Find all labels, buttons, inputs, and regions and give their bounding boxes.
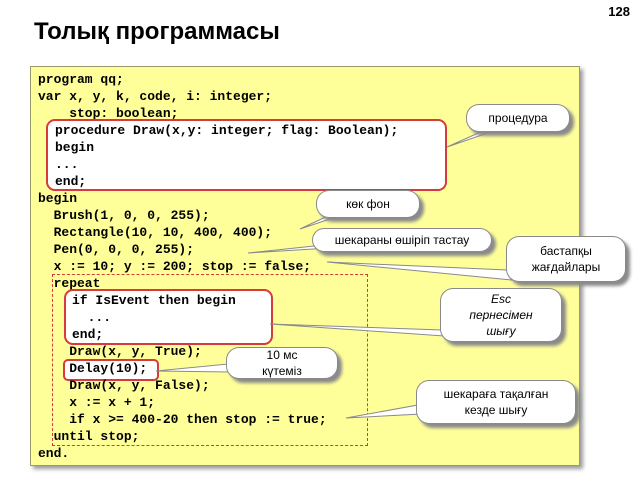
code-line: ... — [72, 310, 112, 325]
repeat-loop-region — [52, 274, 368, 446]
code-line: Pen(0, 0, 0, 255); — [38, 242, 195, 257]
initial-pointer — [326, 261, 513, 281]
page-number: 128 — [608, 4, 630, 19]
code-line: end; — [55, 174, 87, 189]
event-block — [64, 289, 273, 345]
wait-pointer — [155, 363, 231, 373]
code-line: x := 10; y := 200; stop := false; — [38, 259, 312, 274]
code-line: Draw(x, y, False); — [38, 378, 210, 393]
slide-title: Толық программасы — [34, 18, 280, 45]
wait-callout: 10 мс күтеміз — [226, 347, 338, 379]
code-line: begin — [55, 140, 95, 155]
code-line: Delay(10); — [38, 361, 148, 376]
code-line: var x, y, k, code, i: integer; — [38, 89, 273, 104]
code-line: Brush(1, 0, 0, 255); — [38, 208, 210, 223]
code-line: end. — [38, 446, 70, 461]
esc-exit-callout: Esc пернесімен шығу — [440, 288, 562, 342]
procedure-callout: процедура — [466, 104, 570, 132]
code-line: end; — [72, 327, 104, 342]
code-line: stop: boolean; — [38, 106, 179, 121]
initial-conditions-callout: бастапқы жағдайлары — [506, 236, 626, 282]
code-line: ... — [55, 157, 79, 172]
code-line: program qq; — [38, 72, 124, 87]
border-callout: шекараны өшіріп тастау — [312, 228, 492, 252]
code-line: procedure Draw(x,y: integer; flag: Boole… — [55, 123, 399, 138]
code-line: if x >= 400-20 then stop := true; — [38, 412, 327, 427]
code-line: until stop; — [38, 429, 140, 444]
code-line: Rectangle(10, 10, 400, 400); — [38, 225, 273, 240]
exit-pointer — [345, 404, 422, 419]
background-callout: көк фон — [316, 190, 420, 218]
esc-pointer — [269, 323, 445, 337]
code-line: Draw(x, y, True); — [38, 344, 202, 359]
code-line: repeat — [38, 276, 101, 291]
border-exit-callout: шекараға тақалған кезде шығу — [416, 380, 576, 424]
code-line: if IsEvent then begin — [72, 293, 236, 308]
code-line: begin — [38, 191, 78, 206]
delay-highlight — [63, 359, 159, 381]
code-line: x := x + 1; — [38, 395, 156, 410]
procedure-block — [46, 119, 447, 191]
